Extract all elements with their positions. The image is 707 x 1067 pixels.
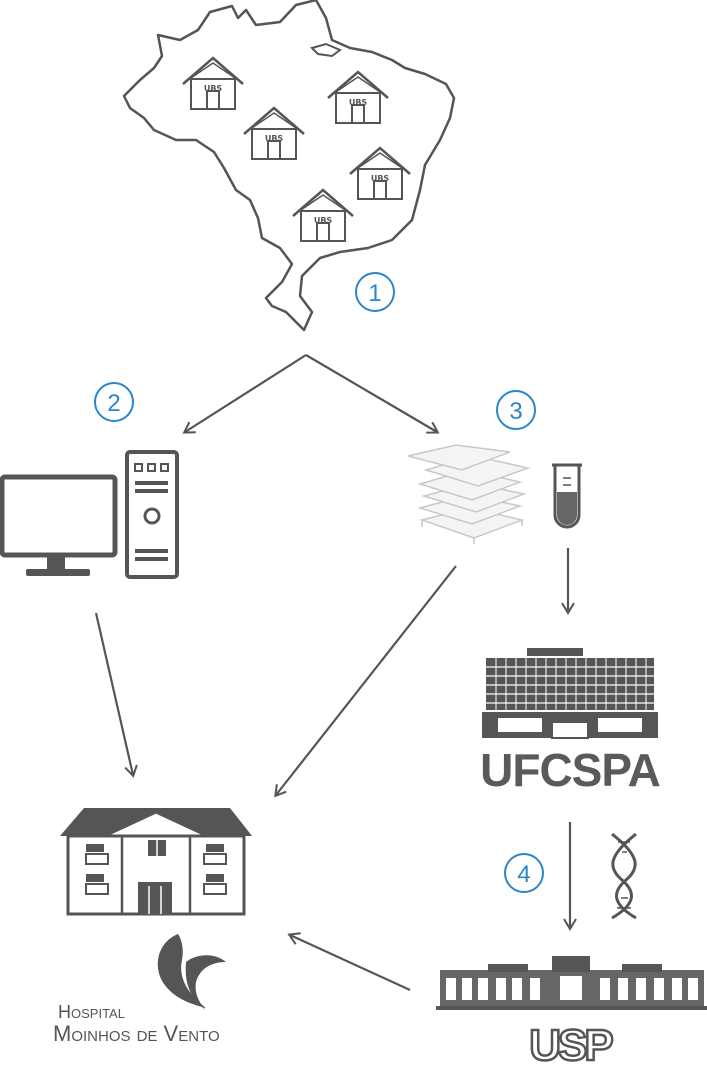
step-2-number: 2: [107, 390, 120, 417]
test-tube-icon: [552, 463, 582, 529]
ubs-house-icon: UBS: [348, 146, 412, 201]
hospital-name-line1: Hospital: [58, 1002, 125, 1022]
ufcspa-logo-text: UFCSPA: [480, 744, 660, 796]
step-4-number: 4: [517, 861, 530, 888]
ubs-label: UBS: [314, 216, 333, 225]
ubs-house-icon: UBS: [181, 56, 245, 111]
ubs-label: UBS: [371, 174, 390, 183]
computer-monitor-icon: [0, 474, 118, 576]
usp-logo-text: USP: [529, 1021, 612, 1067]
step-1-badge: 1: [355, 272, 395, 312]
ubs-house-icon: UBS: [326, 70, 390, 125]
ubs-label: UBS: [204, 84, 223, 93]
brazil-map: [122, 0, 456, 332]
arrow-map-to-computer: [182, 354, 307, 434]
ubs-label: UBS: [265, 134, 284, 143]
usp-building-icon: [436, 956, 707, 1010]
arrows: [94, 354, 577, 991]
hospital-name-line2: Moinhos de Vento: [53, 1021, 220, 1046]
ubs-label: UBS: [349, 98, 368, 107]
step-2-badge: 2: [94, 382, 134, 422]
dna-icon: [611, 832, 637, 920]
step-4-badge: 4: [504, 853, 544, 893]
paper-records-icon: [407, 444, 531, 544]
arrow-usp-to-hospital: [287, 932, 411, 991]
arrow-map-to-records: [305, 354, 440, 434]
step-3-badge: 3: [496, 390, 536, 430]
ubs-house-icon: UBS: [242, 106, 306, 161]
hospital-building-icon: [60, 808, 252, 916]
hospital-logo-icon: [157, 934, 226, 1010]
ubs-house-icon: UBS: [291, 188, 355, 243]
ufcspa-building-icon: [482, 648, 658, 739]
arrow-computer-to-hospital: [94, 612, 138, 778]
step-1-number: 1: [368, 280, 381, 307]
step-3-number: 3: [509, 398, 522, 425]
arrow-records-to-hospital: [274, 565, 457, 798]
computer-tower-icon: [125, 450, 179, 579]
